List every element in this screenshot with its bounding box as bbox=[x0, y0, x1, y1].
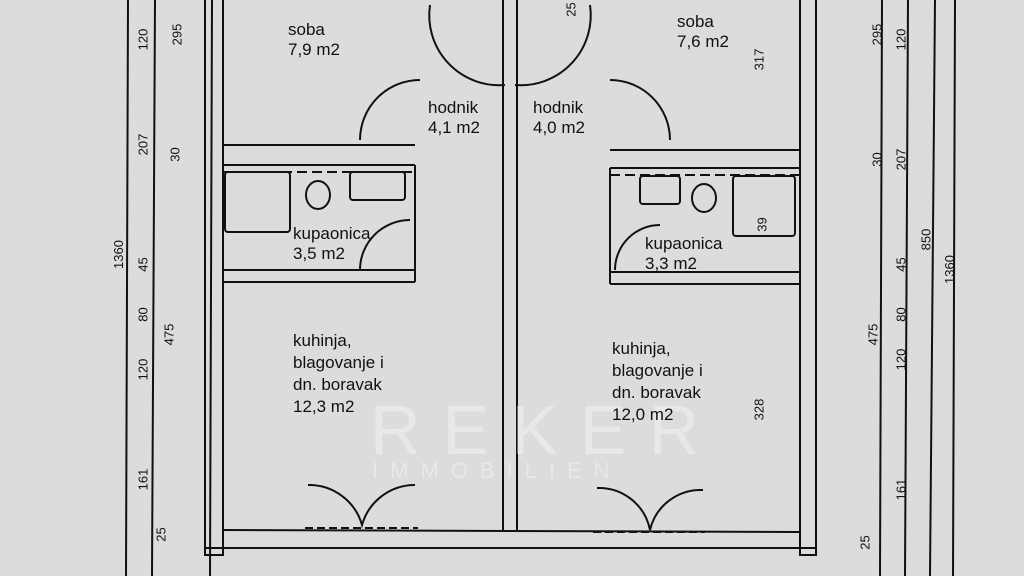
dim-inner: 25 bbox=[563, 2, 579, 17]
dim-left-mid: 120 bbox=[135, 28, 151, 51]
dim-right-inner: 25 bbox=[857, 535, 873, 550]
dim-right-outer1: 850 bbox=[918, 228, 934, 251]
watermark-brand: REKER bbox=[370, 391, 722, 469]
watermark-sub: IMMOBILIEN bbox=[372, 458, 622, 483]
room-area: 3,5 m2 bbox=[293, 244, 345, 263]
room-area: 4,0 m2 bbox=[533, 118, 585, 137]
room-area: 7,6 m2 bbox=[677, 32, 729, 51]
dim-right-mid: 80 bbox=[893, 307, 909, 322]
room-name: soba bbox=[677, 12, 714, 31]
dim-right-mid: 120 bbox=[893, 28, 909, 51]
dim-left-mid: 207 bbox=[135, 133, 151, 156]
room-name: hodnik bbox=[533, 98, 584, 117]
dim-right-mid: 120 bbox=[893, 348, 909, 371]
room-name: kuhinja, bbox=[612, 339, 671, 358]
dim-left-inner: 30 bbox=[167, 147, 183, 162]
room-area: 4,1 m2 bbox=[428, 118, 480, 137]
dim-right-outer2: 1360 bbox=[941, 255, 957, 284]
dim-left-mid: 120 bbox=[135, 358, 151, 381]
dim-right-inner: 475 bbox=[865, 323, 881, 346]
dim-inner: 317 bbox=[751, 48, 767, 71]
room-kuhinja-right: kuhinja, blagovanje i dn. boravak 12,0 m2 bbox=[612, 338, 703, 426]
room-name: kupaonica bbox=[293, 224, 371, 243]
dim-left-inner: 295 bbox=[169, 23, 185, 46]
dim-left-mid: 25 bbox=[153, 527, 169, 542]
dim-inner: 39 bbox=[754, 217, 770, 232]
dim-left-mid: 45 bbox=[135, 257, 151, 272]
dim-right-mid: 45 bbox=[893, 257, 909, 272]
room-area: 12,3 m2 bbox=[293, 397, 355, 416]
room-area: 12,0 m2 bbox=[612, 405, 674, 424]
room-name-line2: blagovanje i bbox=[293, 353, 384, 372]
room-name-line2: blagovanje i bbox=[612, 361, 703, 380]
dim-right-mid: 207 bbox=[893, 148, 909, 171]
room-area: 3,3 m2 bbox=[645, 254, 697, 273]
room-name: kuhinja, bbox=[293, 331, 352, 350]
dim-left-mid: 80 bbox=[135, 307, 151, 322]
dim-left-inner: 475 bbox=[161, 323, 177, 346]
room-area: 7,9 m2 bbox=[288, 40, 340, 59]
room-name-line3: dn. boravak bbox=[612, 383, 701, 402]
dim-inner: 328 bbox=[751, 398, 767, 421]
room-name-line3: dn. boravak bbox=[293, 375, 382, 394]
dim-right-inner: 30 bbox=[869, 152, 885, 167]
room-name: hodnik bbox=[428, 98, 479, 117]
dim-left-outer: 1360 bbox=[110, 240, 126, 269]
room-kuhinja-left: kuhinja, blagovanje i dn. boravak 12,3 m2 bbox=[293, 330, 384, 418]
room-name: kupaonica bbox=[645, 234, 723, 253]
room-name: soba bbox=[288, 20, 325, 39]
dim-right-mid: 161 bbox=[893, 478, 909, 501]
dim-right-inner: 295 bbox=[869, 23, 885, 46]
dim-left-mid: 161 bbox=[135, 468, 151, 491]
